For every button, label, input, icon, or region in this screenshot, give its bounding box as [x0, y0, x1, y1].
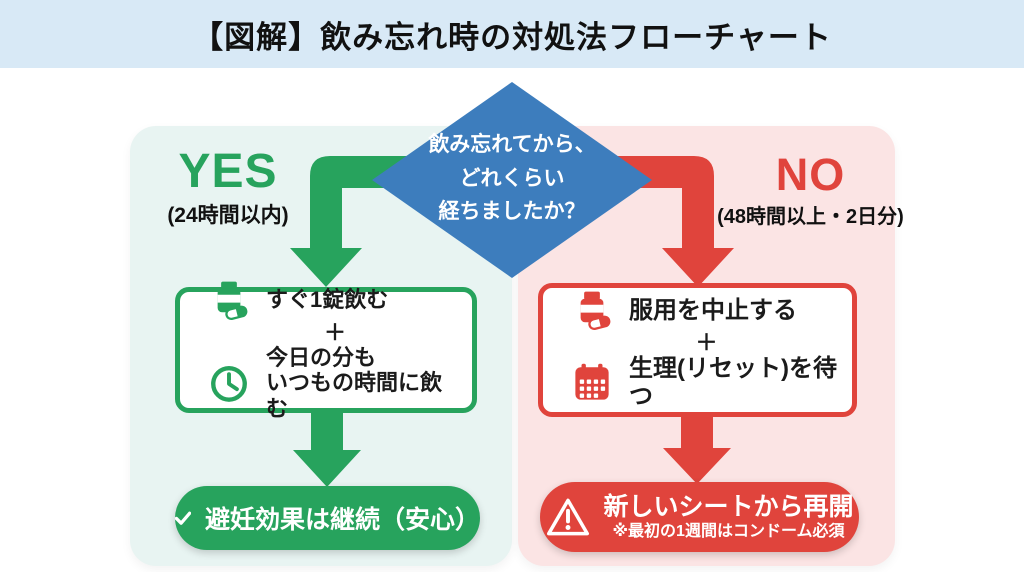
calendar-icon: [575, 362, 609, 400]
pill-bottle-icon: [580, 292, 611, 331]
no-result-pill: 新しいシートから再開 ※最初の1週間はコンドーム必須: [540, 482, 859, 552]
checkmark-icon: [175, 511, 191, 525]
no-condition: (48時間以上・2日分): [717, 206, 904, 228]
yes-label: YES: [178, 145, 278, 198]
no-plus-sign: ＋: [695, 330, 718, 356]
yes-step-2: 今日の分も いつもの時間に飲む: [208, 345, 462, 421]
pill-bottle-icon: [217, 281, 248, 321]
yes-result-text: 避妊効果は継続（安心）: [204, 506, 480, 534]
no-step-1: 服用を中止する: [571, 289, 842, 331]
no-label: NO: [775, 149, 846, 200]
no-step-2: 生理(リセット)を待つ: [571, 355, 842, 410]
decision-question: 飲み忘れてから、 どれくらい 経ちましたか？: [392, 128, 632, 229]
no-step-1-text: 服用を中止する: [629, 296, 797, 324]
yes-step-1: すぐ1錠飲む: [208, 279, 462, 321]
yes-step-2-text: 今日の分も いつもの時間に飲む: [266, 345, 462, 421]
warning-triangle-icon: [547, 498, 590, 536]
yes-step-2-line2: いつもの時間に飲む: [266, 370, 443, 421]
no-result-text: 新しいシートから再開: [603, 493, 854, 522]
clock-icon: [211, 365, 247, 402]
no-steps-box: 服用を中止する ＋ 生理(リセット)を待つ: [538, 283, 857, 417]
yes-branch-label: YES (24時間以内): [133, 148, 323, 229]
yes-step-2-line1: 今日の分も: [266, 345, 377, 371]
decision-question-line3: 経ちましたか？: [438, 200, 586, 224]
yes-condition: (24時間以内): [167, 204, 289, 227]
no-branch-label: NO (48時間以上・2日分): [703, 152, 918, 229]
decision-question-line2: どれくらい: [459, 166, 565, 190]
yes-step-1-text: すぐ1錠飲む: [266, 287, 389, 313]
page-title: 【図解】飲み忘れ時の対処法フローチャート: [192, 19, 832, 55]
no-result-lines: 新しいシートから再開 ※最初の1週間はコンドーム必須: [603, 492, 853, 541]
yes-steps-box: すぐ1錠飲む ＋ 今日の分も いつもの時間に飲む: [175, 281, 477, 421]
yes-plus-sign: ＋: [323, 320, 346, 346]
no-result-note: ※最初の1週間はコンドーム必須: [612, 523, 845, 541]
title-band: 【図解】飲み忘れ時の対処法フローチャート: [0, 0, 1024, 68]
decision-question-line1: 飲み忘れてから、: [428, 133, 596, 156]
no-step-2-text: 生理(リセット)を待つ: [629, 355, 837, 410]
yes-result-pill: 避妊効果は継続（安心）: [175, 486, 480, 550]
